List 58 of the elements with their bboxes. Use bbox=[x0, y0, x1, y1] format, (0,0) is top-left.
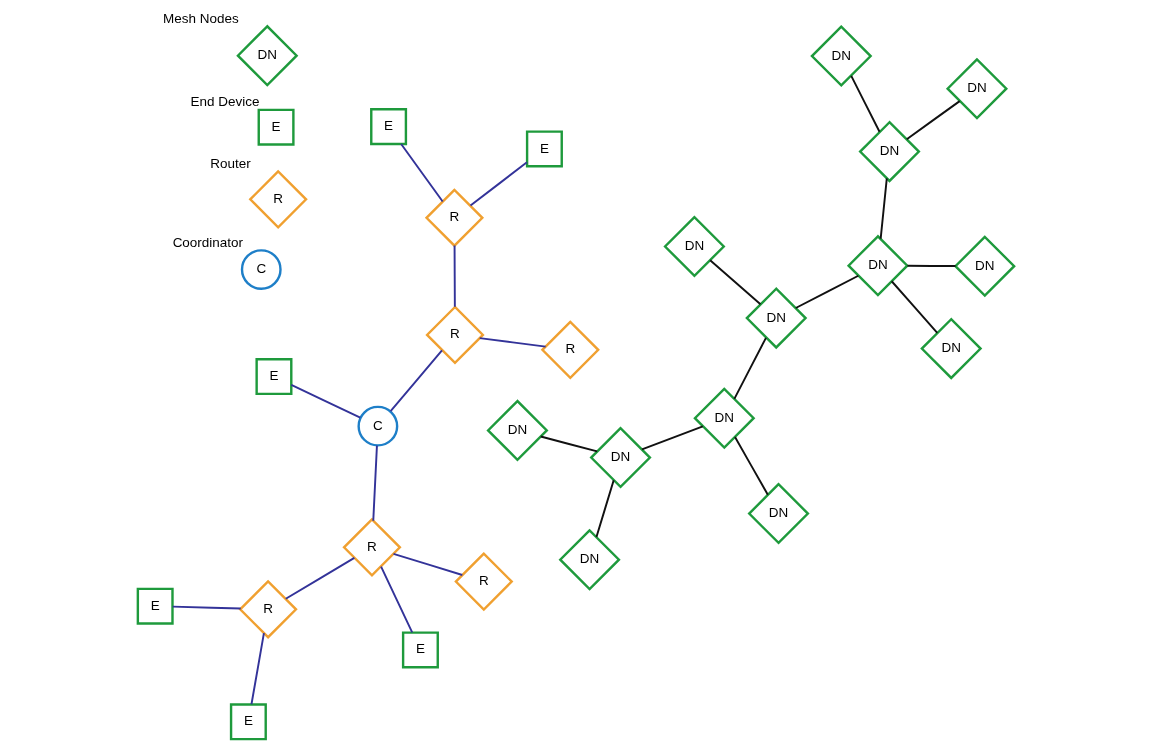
node-box: E bbox=[136, 587, 174, 625]
node-label: Router bbox=[209, 155, 251, 171]
connector bbox=[794, 274, 859, 309]
node-diamond: R bbox=[238, 579, 298, 639]
node-diamond: R bbox=[424, 305, 485, 365]
connector bbox=[171, 605, 242, 610]
connector bbox=[595, 479, 615, 539]
node-circle: C bbox=[240, 249, 282, 291]
connector bbox=[389, 349, 443, 412]
node-diamond: R bbox=[453, 551, 513, 612]
node-diamond: DN bbox=[953, 235, 1016, 298]
connector bbox=[906, 264, 957, 267]
node-diamond: DN bbox=[558, 528, 621, 591]
node-diamond: DN bbox=[589, 426, 652, 489]
connector bbox=[392, 553, 463, 576]
node-diamond: DN bbox=[809, 25, 872, 88]
connector bbox=[284, 556, 355, 600]
connector bbox=[250, 632, 265, 706]
node-diamond: DN bbox=[744, 287, 807, 350]
node-box: E bbox=[229, 703, 267, 741]
node-box: E bbox=[525, 130, 563, 168]
node-diamond: DN bbox=[747, 482, 810, 545]
connector bbox=[879, 177, 888, 240]
node-box: E bbox=[369, 108, 407, 146]
connector bbox=[708, 259, 761, 306]
node-diamond: DN bbox=[485, 399, 548, 462]
node-diamond: DN bbox=[919, 317, 982, 380]
node-box: E bbox=[254, 358, 292, 396]
node-label: Coordinator bbox=[172, 234, 243, 250]
connector bbox=[478, 337, 547, 348]
connector bbox=[289, 383, 361, 419]
connector bbox=[849, 74, 880, 133]
node-diamond: DN bbox=[662, 215, 725, 278]
node-diamond: R bbox=[248, 169, 308, 229]
connector bbox=[539, 435, 598, 453]
node-diamond: DN bbox=[945, 57, 1008, 120]
node-label: End Device bbox=[190, 94, 260, 110]
node-diamond: R bbox=[341, 517, 402, 577]
node-diamond: DN bbox=[692, 387, 755, 450]
connector bbox=[453, 244, 456, 308]
connector bbox=[399, 143, 444, 203]
connector bbox=[371, 444, 378, 522]
connector bbox=[733, 436, 769, 496]
node-diamond: DN bbox=[857, 120, 921, 183]
connector bbox=[890, 280, 938, 334]
node-diamond: DN bbox=[235, 24, 298, 87]
node-label: Mesh Nodes bbox=[162, 10, 239, 26]
node-diamond: R bbox=[540, 320, 600, 380]
node-circle: C bbox=[356, 405, 398, 447]
node-diamond: R bbox=[424, 188, 484, 248]
node-box: E bbox=[401, 631, 439, 669]
connector bbox=[469, 161, 528, 207]
connector bbox=[905, 100, 961, 141]
connector bbox=[379, 565, 413, 634]
connector bbox=[732, 336, 767, 400]
node-box: E bbox=[257, 108, 295, 146]
connector bbox=[640, 425, 704, 451]
node-diamond: DN bbox=[846, 234, 909, 297]
